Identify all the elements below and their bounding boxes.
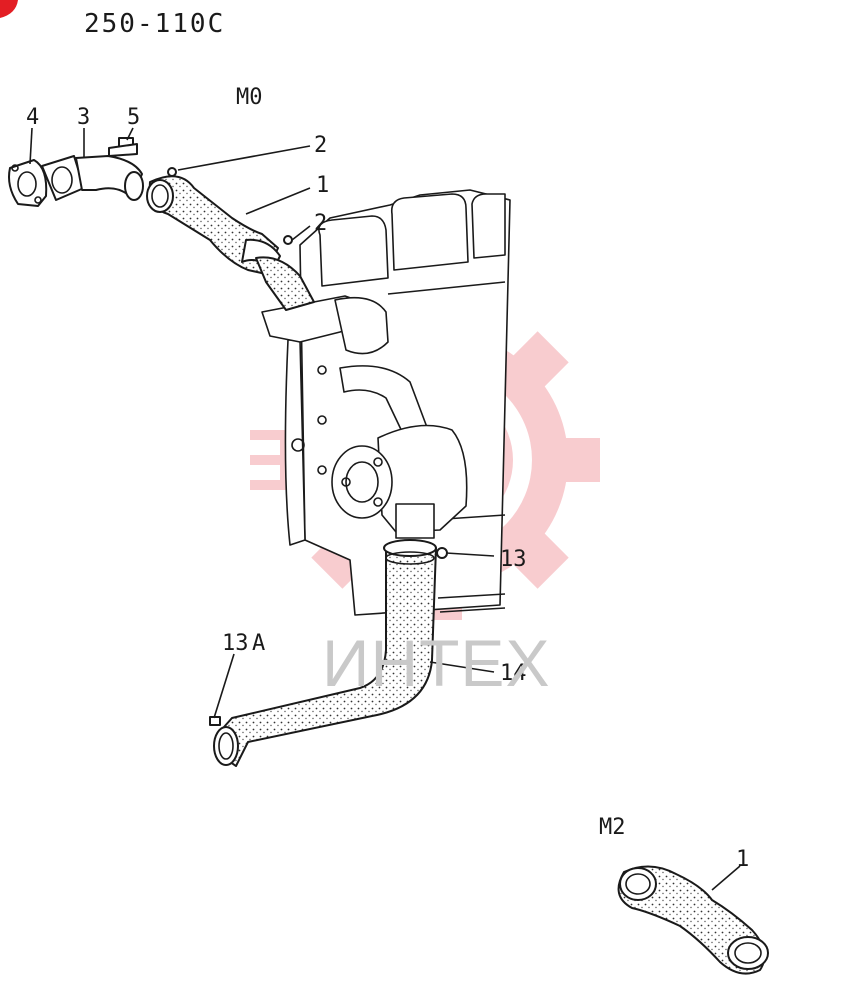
callout-13: 13 <box>500 547 527 572</box>
leader-lines <box>29 127 741 891</box>
part-4-gasket <box>8 159 48 207</box>
callout-14: 14 <box>500 661 527 686</box>
drawing-code: 250-110C <box>84 9 225 39</box>
callout-13a-suffix: A <box>252 631 265 656</box>
variant-label-m0: M0 <box>236 85 263 110</box>
part-1-m2-hose <box>617 865 769 975</box>
part-5-bolt <box>108 137 138 157</box>
variant-label-m2: M2 <box>599 815 626 840</box>
callout-5: 5 <box>127 105 140 130</box>
part-3-elbow <box>41 155 144 201</box>
part-13-clamp <box>436 547 448 559</box>
corner-marker <box>0 0 18 18</box>
part-13a-clamp <box>209 716 221 726</box>
callout-13a: 13 <box>222 631 249 656</box>
part-2-clamp-lower <box>283 235 293 245</box>
callout-4: 4 <box>26 105 39 130</box>
part-2-clamp-upper <box>167 167 177 177</box>
callout-1-m2: 1 <box>736 847 749 872</box>
engine-block <box>261 189 511 616</box>
watermark-text: ИНТЕХ <box>322 626 550 700</box>
callout-2-lower: 2 <box>314 211 327 236</box>
part-14-lower-hose <box>213 539 437 767</box>
callout-1: 1 <box>316 173 329 198</box>
part-1-upper-hose <box>146 175 315 311</box>
callout-2-upper: 2 <box>314 133 327 158</box>
callout-3: 3 <box>77 105 90 130</box>
